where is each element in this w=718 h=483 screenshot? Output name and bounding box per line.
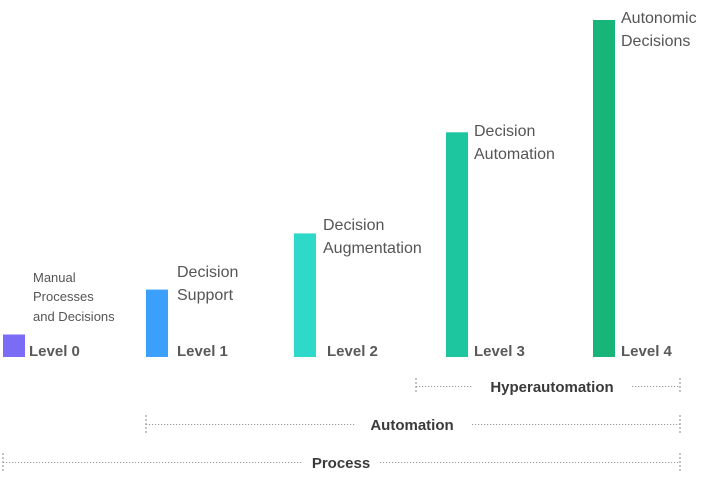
process-span-label: Process (312, 455, 370, 472)
level-3-label: Level 3 (474, 343, 525, 360)
level-2-label: Level 2 (327, 343, 378, 360)
level-4-bar (593, 20, 615, 357)
level-0-label: Level 0 (29, 343, 80, 360)
level-3-group: Level 3 Decision Automation (446, 123, 555, 360)
level-1-bar (146, 289, 168, 357)
level-2-description-line-1: Decision (323, 217, 384, 234)
level-0-description-line-2: Processes (33, 289, 94, 304)
level-0-description-line-1: Manual (33, 270, 76, 285)
level-1-label: Level 1 (177, 343, 228, 360)
level-0-bar (3, 334, 25, 357)
process-span: Process (2, 453, 681, 472)
level-3-description-line-2: Automation (474, 146, 555, 163)
level-0-description-line-3: and Decisions (33, 309, 115, 324)
level-3-bar (446, 132, 468, 357)
level-4-label: Level 4 (621, 343, 673, 360)
level-1-group: Level 1 Decision Support (146, 264, 238, 360)
automation-span: Automation (145, 415, 681, 434)
level-1-description-line-1: Decision (177, 264, 238, 281)
level-2-description-line-2: Augmentation (323, 240, 422, 257)
level-2-bar (294, 233, 316, 357)
level-4-description-line-1: Autonomic (621, 10, 697, 27)
level-0-group: Level 0 Manual Processes and Decisions (3, 270, 115, 360)
hyperautomation-span: Hyperautomation (415, 378, 681, 396)
level-1-description-line-2: Support (177, 287, 234, 304)
hyperautomation-span-label: Hyperautomation (490, 379, 613, 396)
level-2-group: Level 2 Decision Augmentation (294, 217, 422, 360)
level-3-description-line-1: Decision (474, 123, 535, 140)
automation-span-label: Automation (370, 417, 453, 434)
level-4-description-line-2: Decisions (621, 33, 690, 50)
level-4-group: Level 4 Autonomic Decisions (593, 10, 697, 360)
